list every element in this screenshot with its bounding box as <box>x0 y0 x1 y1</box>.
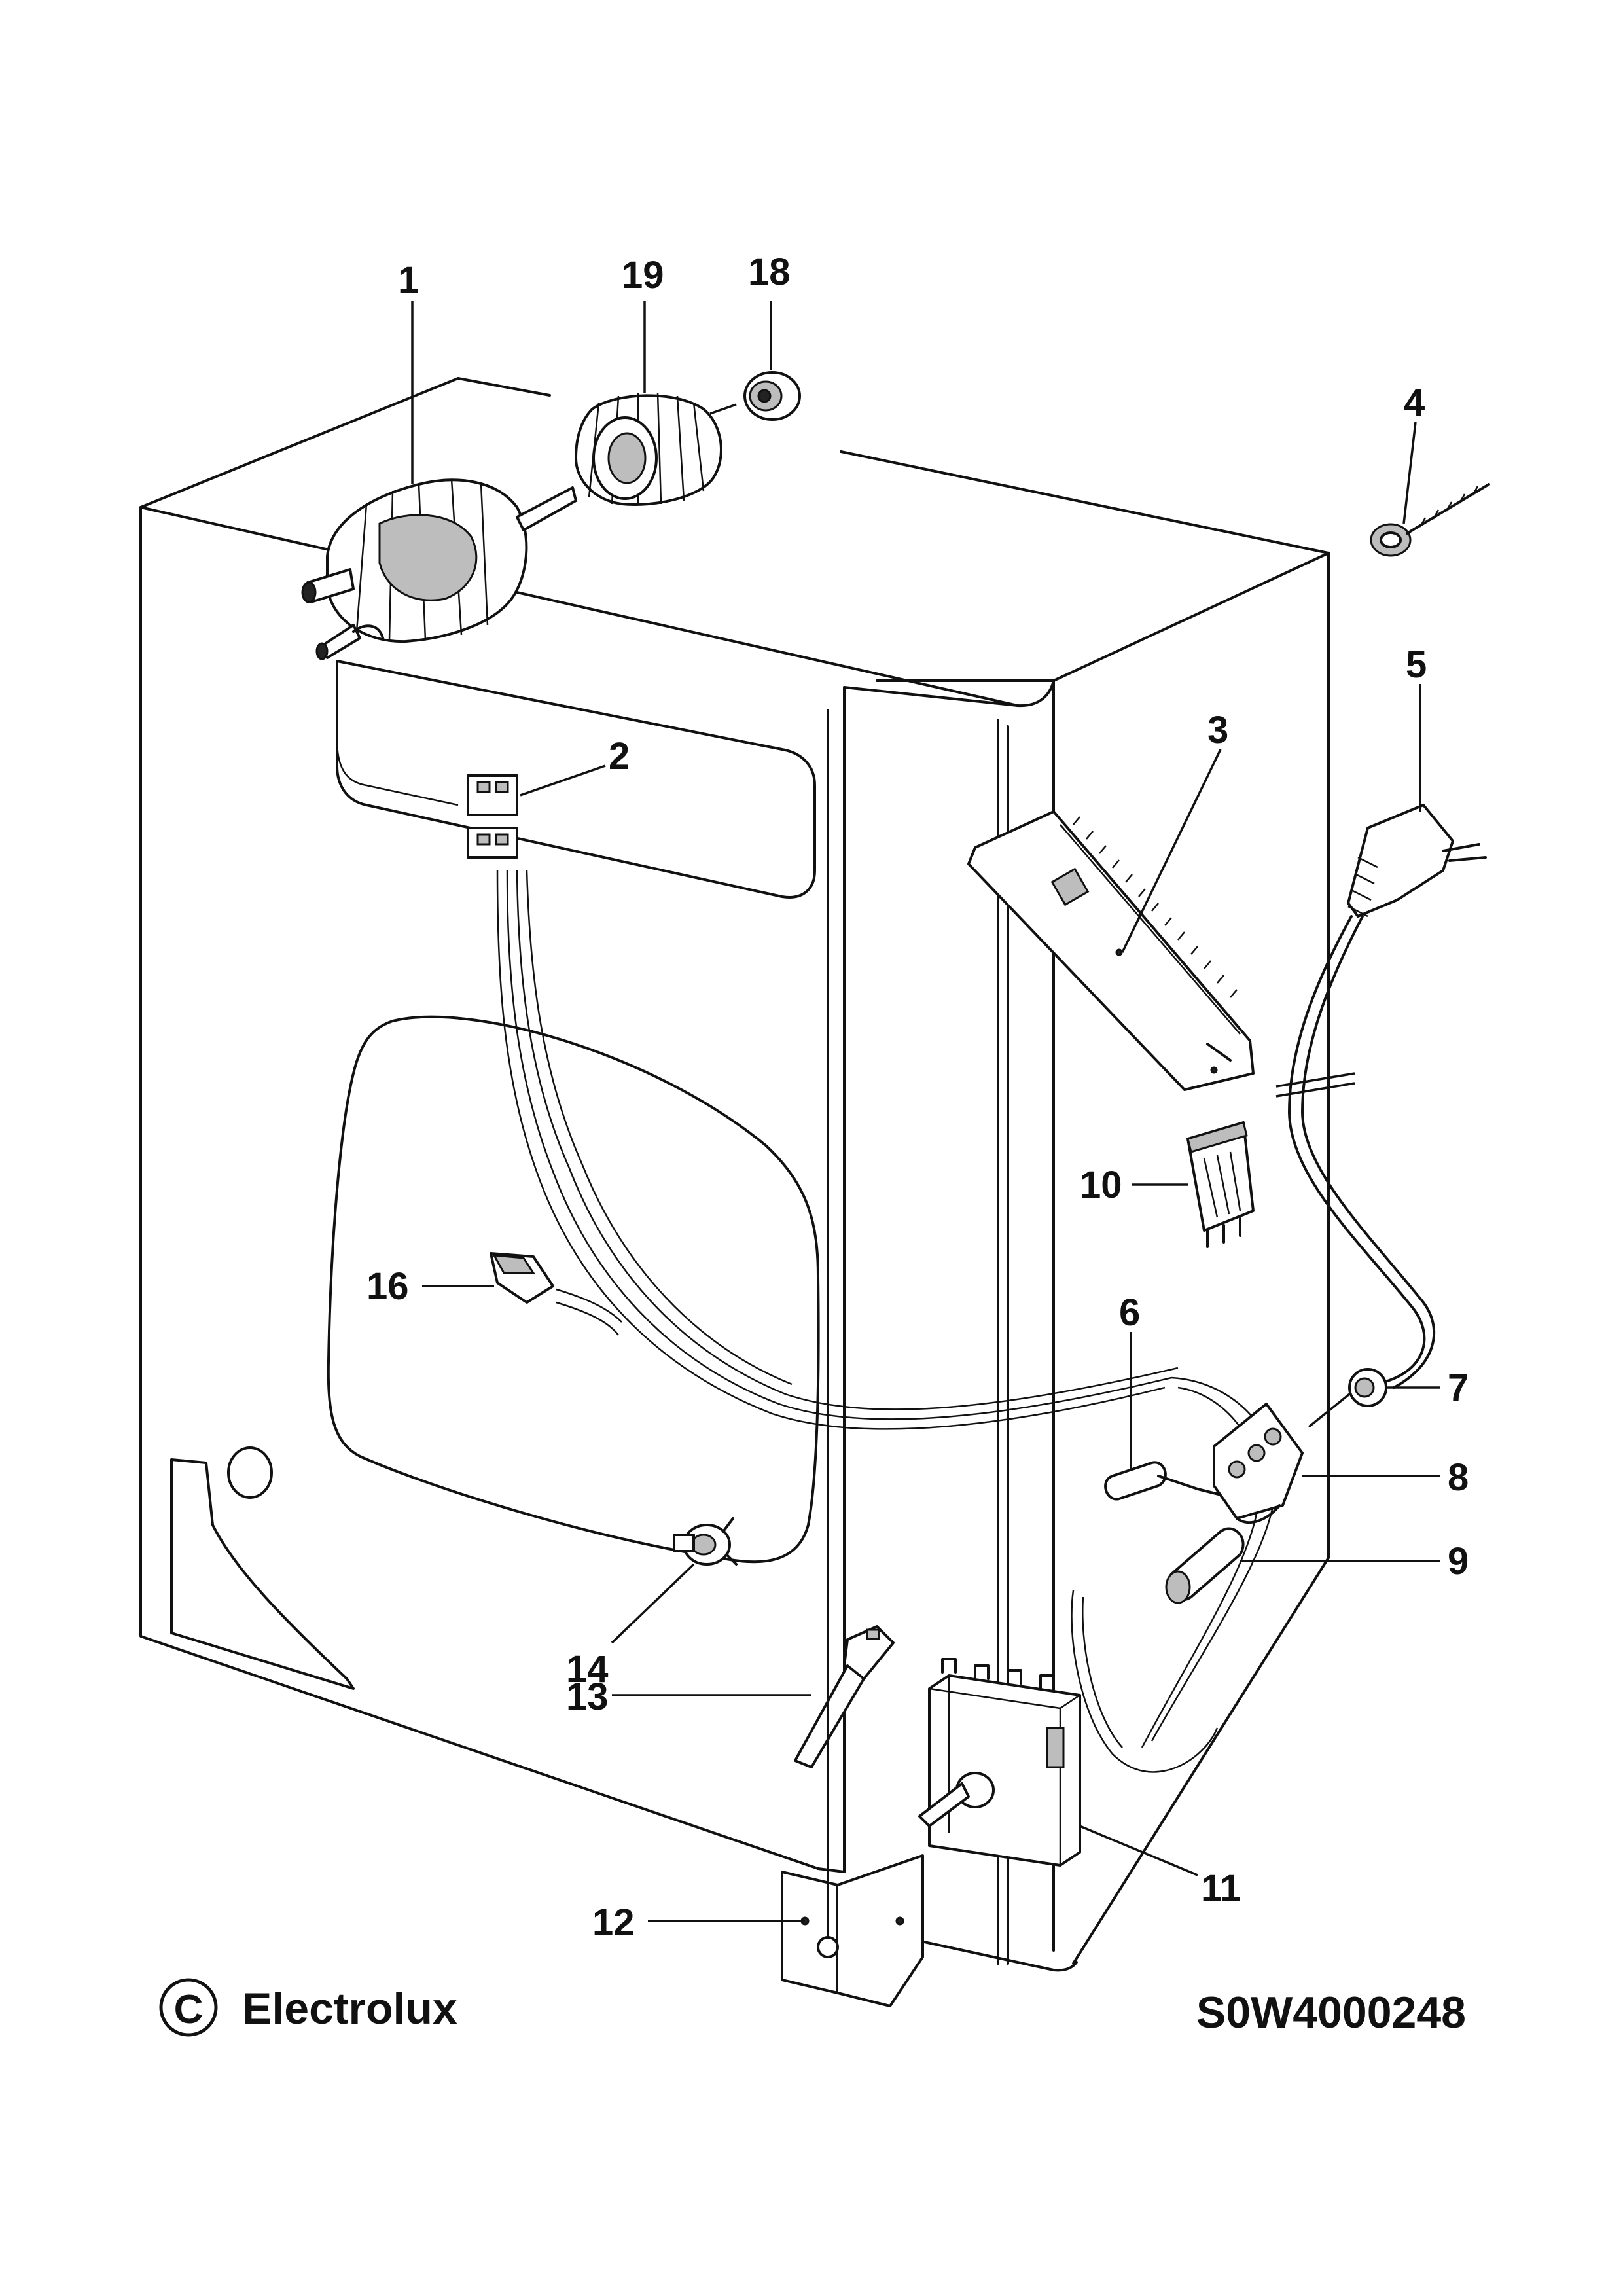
callout-3: 3 <box>1207 709 1228 751</box>
part-capacitor <box>1165 1527 1245 1604</box>
part-bracket <box>781 709 924 2007</box>
brand-name: Electrolux <box>242 1984 457 2034</box>
callout-5: 5 <box>1406 643 1427 686</box>
part-circuit-board <box>967 810 1255 1091</box>
callout-1: 1 <box>398 259 419 302</box>
leader-lines <box>411 301 1440 1922</box>
callout-4: 4 <box>1404 382 1425 424</box>
drawing-code: S0W4000248 <box>1196 1988 1466 2037</box>
part-fan-wheel <box>575 392 722 506</box>
part-sensor <box>490 1252 554 1304</box>
copyright-mark: C <box>159 1978 218 2037</box>
callout-18: 18 <box>748 251 791 293</box>
part-thermostat <box>673 1517 738 1566</box>
part-connector-block <box>467 774 518 859</box>
part-terminal-block <box>1213 1403 1304 1524</box>
callout-10: 10 <box>1080 1164 1122 1206</box>
callout-16: 16 <box>366 1265 409 1308</box>
callout-6: 6 <box>1119 1291 1140 1334</box>
callout-19: 19 <box>622 254 664 296</box>
part-filter <box>1104 1461 1225 1501</box>
callout-7: 7 <box>1448 1367 1469 1409</box>
copyright-symbol: C <box>174 1987 204 2032</box>
part-motor <box>301 478 577 660</box>
callout-labels: 1 19 18 4 5 3 2 10 6 16 7 8 9 14 13 11 1… <box>366 251 1469 1944</box>
callout-13: 13 <box>566 1676 609 1718</box>
wiring-harness <box>336 687 1277 1773</box>
part-power-cord <box>1275 804 1487 1389</box>
callout-14: 14 <box>566 1648 609 1691</box>
part-strain-relief <box>1348 1368 1387 1407</box>
footer: C Electrolux S0W4000248 <box>159 1978 1466 2037</box>
callout-11: 11 <box>1201 1867 1241 1910</box>
part-bearing <box>709 371 801 421</box>
callout-2: 2 <box>609 735 630 778</box>
part-timer <box>918 1658 1081 1867</box>
callout-8: 8 <box>1448 1456 1469 1499</box>
callout-12: 12 <box>592 1901 635 1944</box>
part-cable-gland <box>1370 483 1490 557</box>
callout-9: 9 <box>1448 1540 1469 1583</box>
part-relay <box>1186 1121 1255 1248</box>
part-door-switch <box>794 1625 895 1768</box>
